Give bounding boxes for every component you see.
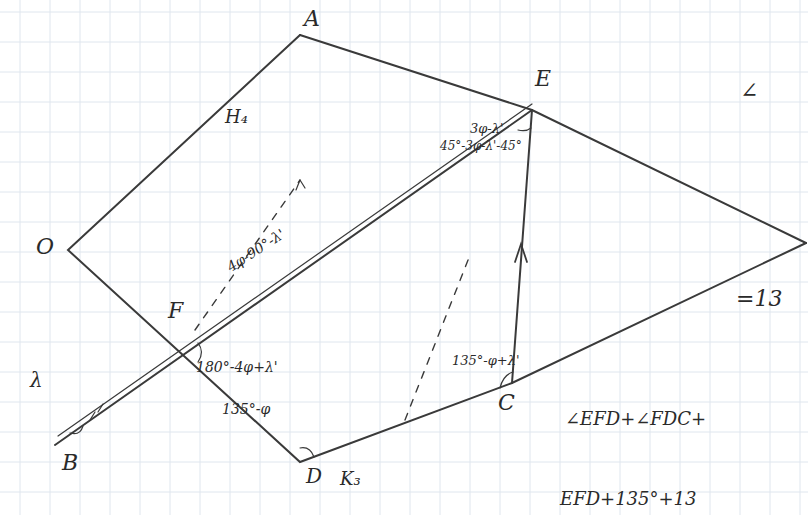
parallel-marks <box>90 404 103 420</box>
figure-label: 135°-φ+λ' <box>452 354 520 367</box>
figure-label: =13 <box>736 288 782 310</box>
figure-label: A <box>304 8 320 30</box>
figure-label: λ <box>30 370 43 390</box>
line-b-e-double <box>58 104 532 436</box>
figure-label: ∠ <box>740 80 758 102</box>
dash-tick <box>296 180 305 190</box>
figure-label: EFD+135°+13 <box>560 490 697 508</box>
angle-arc <box>70 426 83 434</box>
figure-label: D <box>306 466 322 486</box>
polygon-sides <box>68 35 806 462</box>
figure-label: E <box>535 68 551 90</box>
figure-label: F <box>168 300 183 322</box>
figure-label: O <box>36 236 54 258</box>
line-b-e <box>55 110 532 445</box>
dashed-line <box>405 255 470 420</box>
angle-arc <box>518 128 531 131</box>
figure-label: 3φ-λ' <box>470 122 504 135</box>
figure-label: H₄ <box>225 108 248 126</box>
figure-lines <box>55 35 806 462</box>
figure-label: 180°-4φ+λ' <box>196 360 278 374</box>
figure-label: B <box>62 452 78 474</box>
figure-label: 135°-φ <box>222 402 270 416</box>
dashed-line <box>195 180 300 330</box>
figure-label: ∠EFD+∠FDC+ <box>565 410 706 428</box>
figure-label: 45°-3φ-λ'-45° <box>440 140 522 152</box>
line-a-e-right <box>300 35 806 243</box>
angle-arc <box>500 372 513 388</box>
arrow-head <box>515 244 527 262</box>
figure-label: K₃ <box>340 470 361 488</box>
figure-label: C <box>498 392 515 414</box>
figure-label: 4φ-90°-λ' <box>224 226 287 274</box>
angle-arc <box>300 448 314 457</box>
